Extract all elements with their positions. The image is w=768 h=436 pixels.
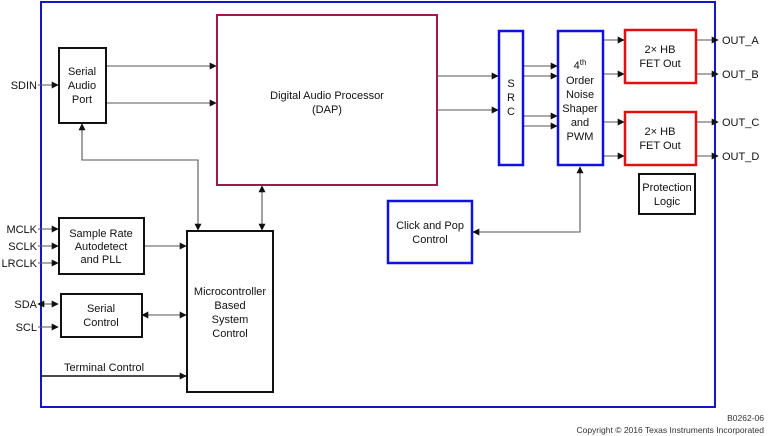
pin-scl-label: SCL: [16, 322, 37, 334]
click-and-pop-label-2: Control: [412, 234, 447, 246]
fet-out-2-label-1: 2× HB: [645, 126, 676, 138]
fet-out-block-2: 2× HB FET Out: [623, 110, 698, 167]
pin-lrclk-label: LRCLK: [2, 258, 38, 270]
protection-logic-block: Protection Logic: [638, 173, 696, 215]
sample-rate-label-3: and PLL: [81, 254, 122, 266]
protection-logic-label-1: Protection: [642, 182, 692, 194]
pin-mclk-label: MCLK: [6, 224, 37, 236]
src-block: S R C: [497, 29, 525, 167]
src-label-c: C: [507, 106, 515, 118]
terminal-control-label: Terminal Control: [64, 362, 144, 374]
pin-sclk-label: SCLK: [8, 241, 37, 253]
fet-out-1-label-1: 2× HB: [645, 44, 676, 56]
device-boundary-frame: [40, 1, 716, 408]
microcontroller-label-3: System: [212, 314, 249, 326]
noise-shaper-label-1: Order: [566, 75, 594, 87]
microcontroller-label-2: Based: [214, 300, 245, 312]
input-pin-labels: SDIN MCLK SCLK LRCLK SDA SCL Terminal Co…: [2, 80, 145, 374]
noise-shaper-label-2: Noise: [566, 89, 594, 101]
serial-audio-port-label-2: Audio: [68, 80, 96, 92]
src-label-s: S: [507, 78, 514, 90]
fet-out-block-1: 2× HB FET Out: [623, 28, 698, 85]
dap-block: Digital Audio Processor (DAP): [216, 14, 438, 186]
serial-control-label-1: Serial: [87, 303, 115, 315]
figure-code: B0262-06: [727, 413, 764, 423]
pin-out-a-label: OUT_A: [722, 35, 759, 47]
noise-shaper-label-4: and: [571, 117, 589, 129]
serial-audio-port-label-3: Port: [72, 94, 92, 106]
microcontroller-block: Microcontroller Based System Control: [186, 230, 274, 393]
fet-out-1-label-2: FET Out: [639, 58, 680, 70]
noise-shaper-order-number: 4: [574, 60, 580, 72]
dap-label-2: (DAP): [312, 104, 342, 116]
sample-rate-pll-block: Sample Rate Autodetect and PLL: [58, 217, 145, 275]
microcontroller-label-1: Microcontroller: [194, 286, 266, 298]
sample-rate-label-2: Autodetect: [75, 241, 128, 253]
noise-shaper-order-suffix: th: [580, 58, 587, 67]
click-and-pop-label-1: Click and Pop: [396, 220, 464, 232]
wire-clickpop-ns: [472, 166, 584, 236]
noise-shaper-order-label: 4th: [574, 58, 587, 72]
src-label-r: R: [507, 92, 515, 104]
fet-out-2-label-2: FET Out: [639, 140, 680, 152]
noise-shaper-label-5: PWM: [567, 131, 594, 143]
signal-wires: [37, 36, 719, 380]
sample-rate-label-1: Sample Rate: [69, 228, 133, 240]
wire-sap-mcu: [78, 123, 202, 231]
pin-out-c-label: OUT_C: [722, 117, 759, 129]
serial-audio-port-block: Serial Audio Port: [58, 47, 107, 124]
pin-sdin-label: SDIN: [11, 80, 37, 92]
click-and-pop-block: Click and Pop Control: [386, 199, 474, 265]
serial-control-label-2: Control: [83, 317, 118, 329]
dap-label-1: Digital Audio Processor: [270, 90, 384, 102]
output-pin-labels: OUT_A OUT_B OUT_C OUT_D: [722, 35, 759, 163]
pin-out-b-label: OUT_B: [722, 69, 759, 81]
pin-sda-label: SDA: [14, 299, 37, 311]
protection-logic-label-2: Logic: [654, 196, 681, 208]
copyright-notice: Copyright © 2016 Texas Instruments Incor…: [576, 425, 764, 435]
pin-out-d-label: OUT_D: [722, 151, 759, 163]
serial-control-block: Serial Control: [60, 293, 143, 338]
noise-shaper-pwm-block: 4th Order Noise Shaper and PWM: [556, 29, 605, 167]
serial-audio-port-label-1: Serial: [68, 66, 96, 78]
microcontroller-label-4: Control: [212, 328, 247, 340]
noise-shaper-label-3: Shaper: [562, 103, 598, 115]
